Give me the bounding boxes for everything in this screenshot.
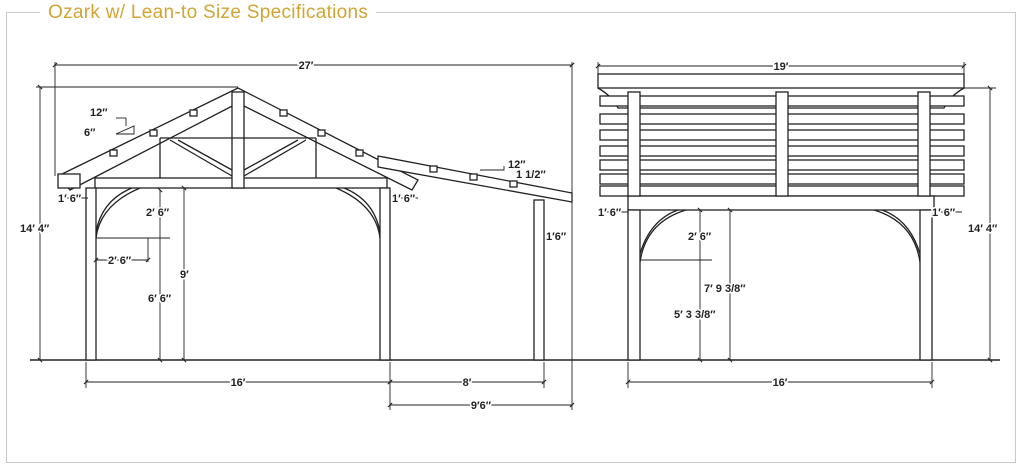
side-overhang-left: 1′ 6″ [58, 193, 82, 205]
end-roof-top [597, 73, 965, 89]
side-lean-total: 9′6″ [471, 400, 492, 412]
page-title: Ozark w/ Lean-to Size Specifications [40, 2, 377, 24]
eave-tail-left [57, 173, 81, 189]
end-post-left [627, 209, 641, 361]
side-main-span: 16′ [231, 377, 246, 389]
lean-overhang: 1′6″ [546, 231, 567, 243]
side-lean-span: 8′ [463, 377, 472, 389]
side-pitch-rise: 12″ [90, 107, 108, 119]
lean-pitch-run: 1 1/2″ [516, 169, 546, 181]
side-overhang-mid: 1′ 6″ [392, 193, 416, 205]
end-beam [627, 195, 935, 211]
side-brace-clearance: 6′ 6″ [148, 293, 172, 305]
end-eave-height: 7′ 9 3/8″ [704, 283, 746, 295]
main-roof [56, 87, 419, 191]
end-post-span: 16′ [773, 377, 788, 389]
post-left [85, 187, 97, 361]
end-overall-width: 19′ [774, 61, 789, 73]
side-overall-width: 27′ [299, 60, 314, 72]
end-view [597, 73, 965, 361]
side-brace-vertical: 2′ 6″ [146, 207, 170, 219]
side-view [56, 87, 573, 361]
end-brace-clearance: 5′ 3 3/8″ [674, 309, 716, 321]
side-brace-horizontal: 2′ 6″ [108, 255, 132, 267]
end-post-right [919, 209, 933, 361]
end-overhang-right: 1′ 6″ [932, 207, 956, 219]
post-lean [533, 199, 545, 361]
end-overall-height: 14′ 4″ [968, 223, 998, 235]
side-eave-height: 9′ [180, 269, 189, 281]
diagram-frame [6, 12, 1016, 463]
end-overhang-left: 1′ 6″ [598, 207, 622, 219]
side-overall-height: 14′ 4″ [20, 223, 50, 235]
end-brace-vertical: 2′ 6″ [688, 231, 712, 243]
post-mid [379, 187, 391, 361]
king-post [231, 91, 245, 189]
side-pitch-run: 6″ [84, 127, 96, 139]
lean-pitch-rise: 12″ [508, 159, 526, 171]
